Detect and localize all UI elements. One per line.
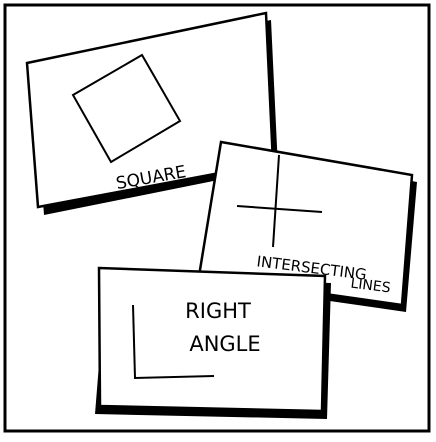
card-angle-label-line2: ANGLE	[189, 332, 260, 356]
card-angle-label-line1: RIGHT	[185, 299, 251, 323]
card-right-angle: RIGHT ANGLE	[95, 268, 331, 419]
